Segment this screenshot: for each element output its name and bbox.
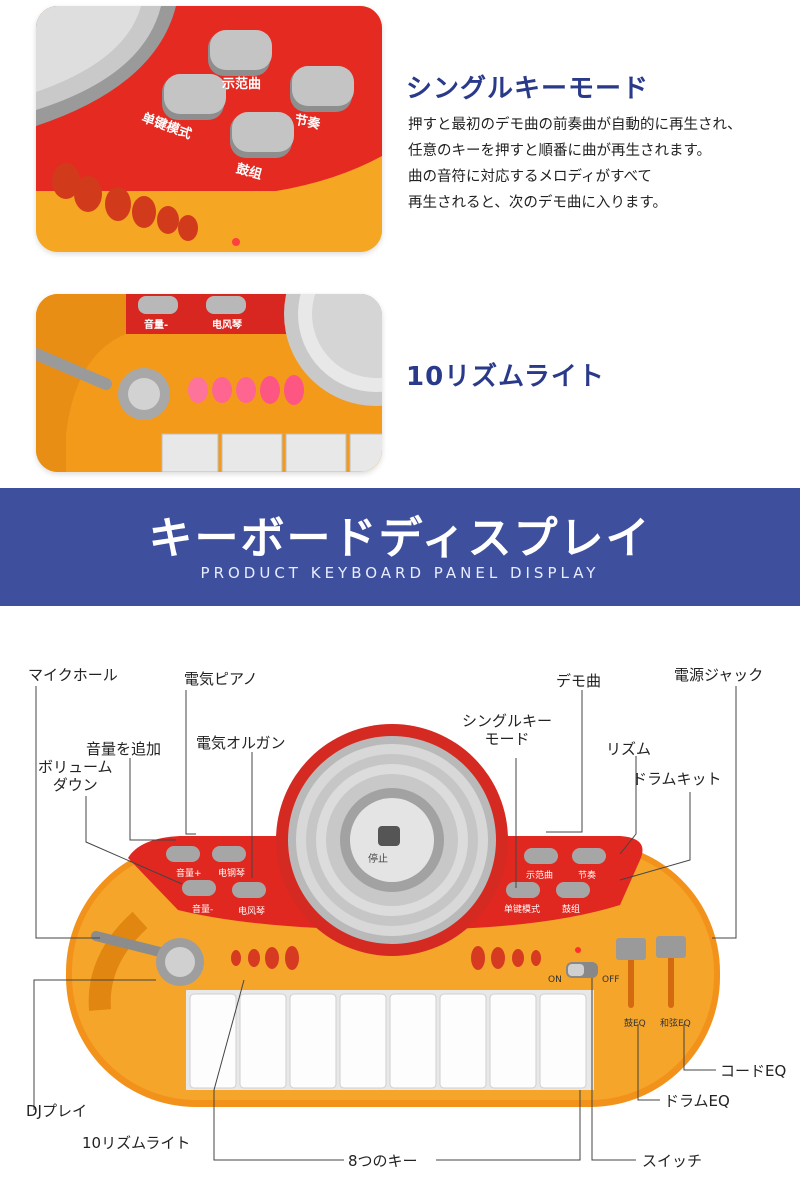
description-line: 押すと最初のデモ曲の前奏曲が自動的に再生され、 bbox=[408, 117, 742, 133]
single-key-mode-title: シングルキーモード bbox=[406, 74, 650, 104]
callout-single-key-line1: シングルキー bbox=[462, 712, 553, 730]
single-key-mode-photo: 示范曲 节奏 单键模式 鼓组 bbox=[36, 6, 382, 252]
photo-button-demo-label: 示范曲 bbox=[222, 76, 261, 92]
drum-kit-label: 鼓组 bbox=[562, 903, 580, 915]
callout-power-jack: 電源ジャック bbox=[674, 666, 764, 684]
drum-eq-label: 鼓EQ bbox=[624, 1017, 646, 1029]
callout-single-key-mode: シングルキー モード bbox=[462, 712, 552, 748]
rhythm-lights-title: 10リズムライト bbox=[406, 362, 605, 392]
callout-rhythm-lights: 10リズムライト bbox=[82, 1134, 191, 1152]
callout-volume-up: 音量を追加 bbox=[86, 740, 162, 758]
vol-up-label: 音量+ bbox=[176, 867, 202, 879]
callout-electric-piano: 電気ピアノ bbox=[184, 670, 258, 688]
callout-switch: スイッチ bbox=[642, 1152, 703, 1170]
photo-vol-down-label: 音量- bbox=[144, 318, 168, 331]
callout-volume-down: ボリューム ダウン bbox=[38, 758, 113, 794]
single-key-mode-description: 押すと最初のデモ曲の前奏曲が自動的に再生され、 任意のキーを押すと順番に曲が再生… bbox=[408, 112, 788, 216]
organ-label: 电风琴 bbox=[238, 905, 265, 917]
callout-eight-keys: 8つのキー bbox=[348, 1152, 418, 1170]
single-key-mode-illustration: 示范曲 节奏 单键模式 鼓组 bbox=[36, 6, 382, 252]
callout-volume-down-line2: ダウン bbox=[52, 776, 98, 794]
description-line: 任意のキーを押すと順番に曲が再生されます。 bbox=[408, 143, 712, 159]
vol-down-label: 音量- bbox=[192, 903, 213, 915]
rhythm-lights-illustration: 音量- 电风琴 bbox=[36, 294, 382, 472]
callout-dj-play: DJプレイ bbox=[26, 1102, 87, 1120]
description-line: 再生されると、次のデモ曲に入ります。 bbox=[408, 195, 667, 211]
switch-on-label: ON bbox=[548, 975, 562, 985]
rhythm-label: 节奏 bbox=[578, 869, 596, 881]
callout-single-key-line2: モード bbox=[484, 730, 530, 748]
chord-eq-label: 和弦EQ bbox=[660, 1017, 691, 1029]
callout-drum-kit: ドラムキット bbox=[632, 770, 722, 788]
callout-chord-eq: コードEQ bbox=[720, 1062, 787, 1080]
single-key-label: 单键模式 bbox=[504, 903, 540, 915]
photo-organ-label: 电风琴 bbox=[212, 318, 242, 331]
description-line: 曲の音符に対応するメロディがすべて bbox=[408, 169, 652, 185]
keyboard-toy-illustration: 停止 音量+ 电钢琴 音量- 电风琴 示范曲 节奏 单键模式 鼓组 bbox=[33, 686, 737, 1161]
callout-drum-eq: ドラムEQ bbox=[664, 1092, 730, 1110]
callout-rhythm: リズム bbox=[606, 740, 652, 758]
callout-electric-organ: 電気オルガン bbox=[196, 734, 286, 752]
piano-label: 电钢琴 bbox=[218, 867, 245, 879]
banner-title: キーボードディスプレイ bbox=[148, 513, 652, 564]
photo-button-drum-label: 鼓组 bbox=[234, 161, 263, 183]
photo-button-rhythm-label: 节奏 bbox=[293, 112, 323, 133]
demo-label: 示范曲 bbox=[526, 869, 553, 881]
section-banner: キーボードディスプレイ PRODUCT KEYBOARD PANEL DISPL… bbox=[0, 488, 800, 606]
keyboard-diagram: 停止 音量+ 电钢琴 音量- 电风琴 示范曲 节奏 单键模式 鼓组 bbox=[0, 640, 800, 1200]
callout-mic-hole: マイクホール bbox=[28, 666, 118, 684]
rhythm-lights-photo: 音量- 电风琴 bbox=[36, 294, 382, 472]
banner-subtitle: PRODUCT KEYBOARD PANEL DISPLAY bbox=[200, 564, 600, 582]
stop-button-label: 停止 bbox=[368, 852, 388, 865]
callout-demo-song: デモ曲 bbox=[556, 672, 602, 690]
switch-off-label: OFF bbox=[602, 975, 619, 985]
callout-volume-down-line1: ボリューム bbox=[38, 758, 113, 776]
